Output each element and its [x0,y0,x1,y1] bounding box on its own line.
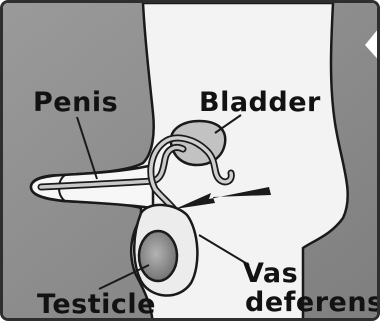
bladder-label: Bladder [199,89,321,116]
penis-label: Penis [33,89,118,116]
testicle [139,231,177,281]
male-reproductive-anatomy-illustration [3,3,380,321]
testicle-label: Testicle [37,291,156,318]
vas-deferens-label-line2: deferens [245,289,380,316]
vas-deferens-label-line1: Vas [243,260,298,287]
